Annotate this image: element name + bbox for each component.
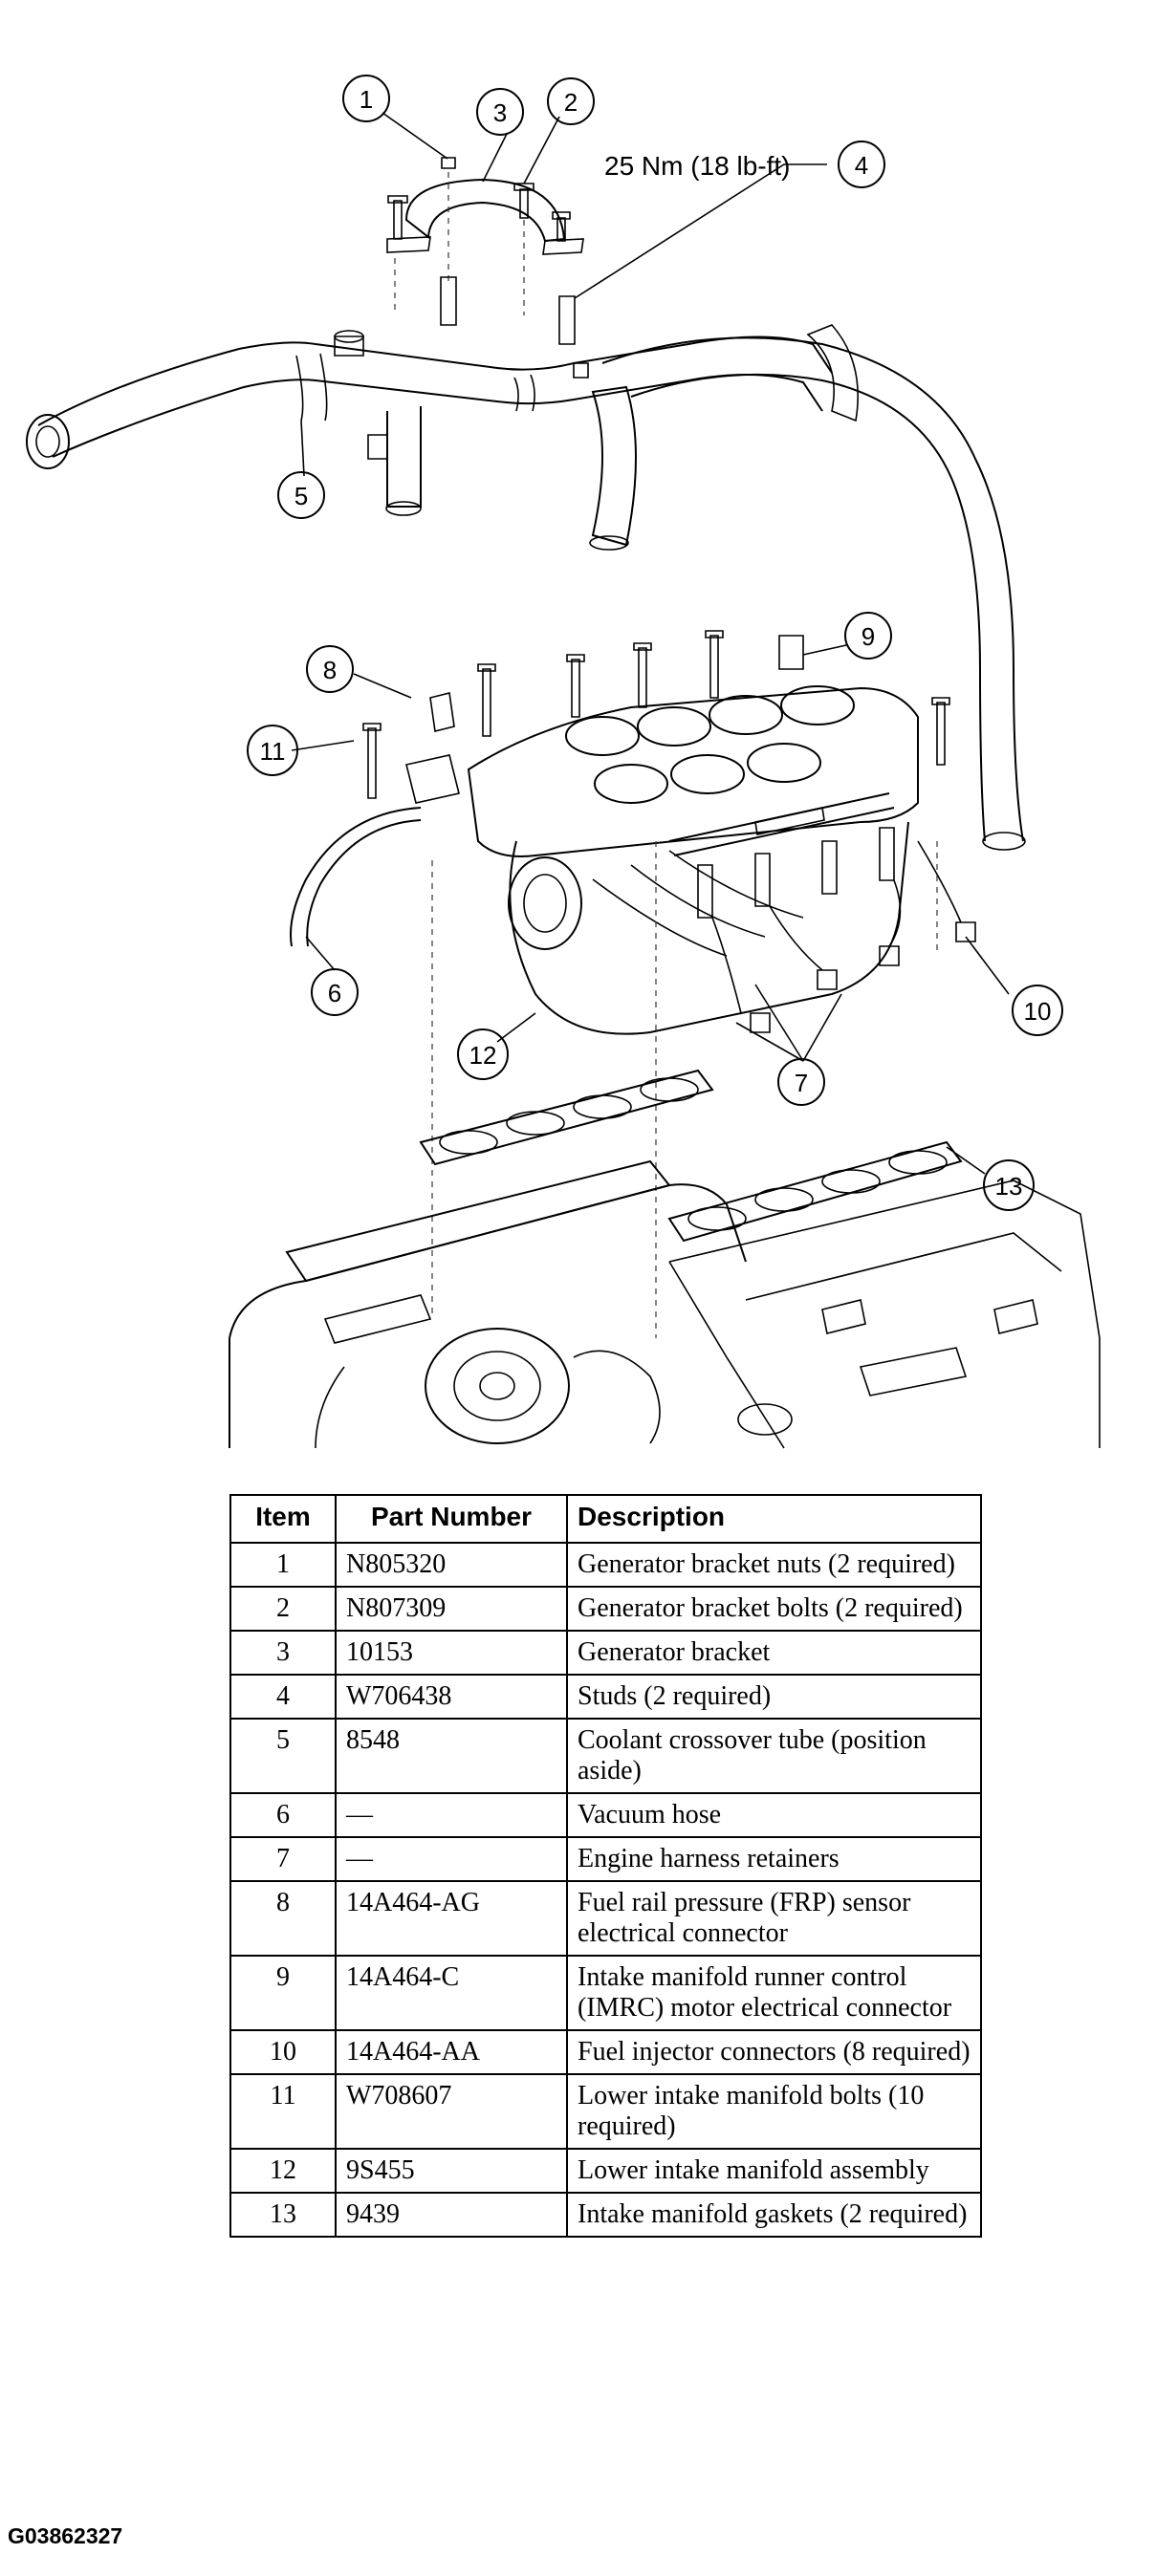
description-cell: Studs (2 required) (566, 1674, 982, 1720)
table-row: 8 14A464-AG Fuel rail pressure (FRP) sen… (229, 1880, 982, 1957)
intake-manifold-gaskets-illustration (419, 1069, 963, 1243)
table-row: 10 14A464-AA Fuel injector connectors (8… (229, 2029, 982, 2075)
svg-text:11: 11 (260, 737, 286, 766)
svg-text:1: 1 (360, 85, 373, 114)
svg-text:6: 6 (328, 979, 341, 1007)
callout-13: 13 (983, 1159, 1035, 1211)
item-cell: 6 (229, 1792, 337, 1838)
callout-7: 7 (777, 1058, 825, 1106)
torque-spec-label: 25 Nm (18 lb-ft) (604, 151, 791, 181)
description-cell: Lower intake manifold assembly (566, 2148, 982, 2194)
part-number-cell: 9S455 (335, 2148, 568, 2194)
header-description: Description (566, 1494, 982, 1544)
item-cell: 10 (229, 2029, 337, 2075)
table-row: 1 N805320 Generator bracket nuts (2 requ… (229, 1542, 982, 1588)
part-number-cell: 14A464-AA (335, 2029, 568, 2075)
callout-10: 10 (1012, 985, 1063, 1036)
table-row: 13 9439 Intake manifold gaskets (2 requi… (229, 2192, 982, 2238)
generator-bracket-illustration (386, 157, 584, 345)
item-cell: 9 (229, 1955, 337, 2031)
exploded-view-diagram: 25 Nm (18 lb-ft) 1 2 3 4 5 6 7 8 9 10 (26, 75, 1101, 1449)
part-number-cell: 8548 (335, 1718, 568, 1794)
svg-text:10: 10 (1024, 997, 1052, 1026)
part-number-cell: N805320 (335, 1542, 568, 1588)
header-item: Item (229, 1494, 337, 1544)
table-row: 9 14A464-C Intake manifold runner contro… (229, 1955, 982, 2031)
lower-intake-manifold-illustration (290, 630, 976, 1338)
part-number-cell: 14A464-C (335, 1955, 568, 2031)
part-number-cell: 10153 (335, 1630, 568, 1676)
table-row: 5 8548 Coolant crossover tube (position … (229, 1718, 982, 1794)
svg-text:9: 9 (862, 622, 875, 651)
svg-text:3: 3 (493, 98, 507, 127)
svg-text:4: 4 (855, 151, 868, 180)
item-cell: 13 (229, 2192, 337, 2238)
item-cell: 2 (229, 1586, 337, 1632)
description-cell: Generator bracket (566, 1630, 982, 1676)
description-cell: Generator bracket bolts (2 required) (566, 1586, 982, 1632)
svg-text:2: 2 (564, 88, 578, 117)
table-row: 4 W706438 Studs (2 required) (229, 1674, 982, 1720)
header-part-number: Part Number (335, 1494, 568, 1544)
callout-3: 3 (476, 88, 524, 136)
part-number-cell: N807309 (335, 1586, 568, 1632)
description-cell: Fuel rail pressure (FRP) sensor electric… (566, 1880, 982, 1957)
figure-id: G03862327 (8, 2523, 123, 2548)
svg-text:12: 12 (469, 1041, 497, 1070)
description-cell: Coolant crossover tube (position aside) (566, 1718, 982, 1794)
table-row: 12 9S455 Lower intake manifold assembly (229, 2148, 982, 2194)
description-cell: Intake manifold gaskets (2 required) (566, 2192, 982, 2238)
part-number-cell: W706438 (335, 1674, 568, 1720)
table-header-row: Item Part Number Description (229, 1494, 982, 1544)
callout-5: 5 (277, 471, 325, 519)
callout-8: 8 (306, 645, 354, 693)
callout-4: 4 (838, 141, 885, 188)
svg-text:13: 13 (995, 1172, 1023, 1201)
callout-9: 9 (844, 612, 892, 660)
part-number-cell: 9439 (335, 2192, 568, 2238)
table-row: 2 N807309 Generator bracket bolts (2 req… (229, 1586, 982, 1632)
item-cell: 5 (229, 1718, 337, 1794)
description-cell: Fuel injector connectors (8 required) (566, 2029, 982, 2075)
leader-lines (291, 112, 1010, 1175)
coolant-crossover-tube-illustration (26, 324, 1026, 851)
part-number-cell: 14A464-AG (335, 1880, 568, 1957)
description-cell: Intake manifold runner control (IMRC) mo… (566, 1955, 982, 2031)
table-row: 6 — Vacuum hose (229, 1792, 982, 1838)
part-number-cell: — (335, 1836, 568, 1882)
callout-12: 12 (457, 1028, 509, 1080)
svg-text:5: 5 (294, 482, 308, 510)
table-row: 7 — Engine harness retainers (229, 1836, 982, 1882)
description-cell: Engine harness retainers (566, 1836, 982, 1882)
part-number-cell: — (335, 1792, 568, 1838)
svg-text:8: 8 (323, 656, 337, 684)
item-cell: 12 (229, 2148, 337, 2194)
item-cell: 3 (229, 1630, 337, 1676)
description-cell: Lower intake manifold bolts (10 required… (566, 2073, 982, 2150)
item-cell: 11 (229, 2073, 337, 2150)
description-cell: Generator bracket nuts (2 required) (566, 1542, 982, 1588)
table-row: 11 W708607 Lower intake manifold bolts (… (229, 2073, 982, 2150)
callout-2: 2 (547, 77, 595, 125)
svg-text:7: 7 (795, 1069, 808, 1097)
table-row: 3 10153 Generator bracket (229, 1630, 982, 1676)
item-cell: 1 (229, 1542, 337, 1588)
callout-6: 6 (311, 968, 359, 1016)
item-cell: 4 (229, 1674, 337, 1720)
description-cell: Vacuum hose (566, 1792, 982, 1838)
callout-11: 11 (247, 725, 298, 776)
callout-1: 1 (342, 75, 390, 122)
parts-table: Item Part Number Description 1 N805320 G… (229, 1494, 982, 2238)
part-number-cell: W708607 (335, 2073, 568, 2150)
engine-block-illustration (229, 1159, 1101, 1449)
item-cell: 8 (229, 1880, 337, 1957)
item-cell: 7 (229, 1836, 337, 1882)
